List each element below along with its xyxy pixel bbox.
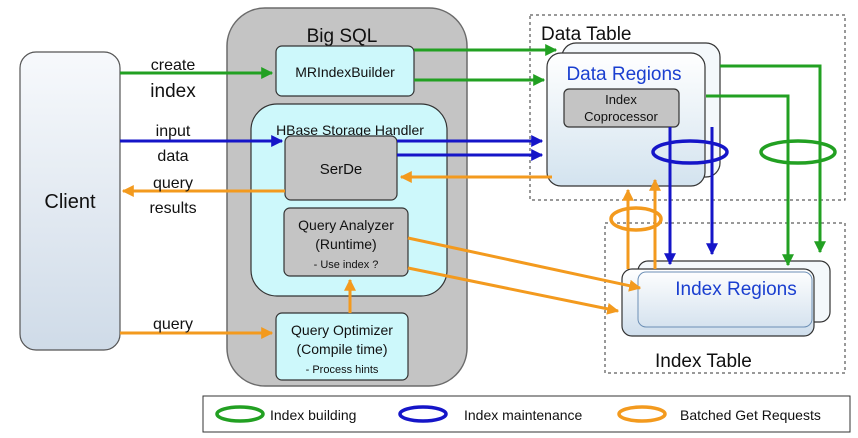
building-to-index-arrow-2: [706, 94, 794, 267]
index-table-title: Index Table: [655, 351, 752, 372]
create-index-label-2: index: [150, 81, 196, 102]
query-analyzer-box: [283, 207, 409, 277]
legend-item-maintenance: Index maintenance: [398, 405, 583, 423]
mrindexbuilder-label: MRIndexBuilder: [295, 64, 395, 80]
index-regions-label: Index Regions: [675, 279, 796, 300]
legend-requests-label: Batched Get Requests: [680, 407, 821, 423]
analyzer-to-index-arrow-1: [407, 236, 642, 292]
query-analyzer-line2: (Runtime): [315, 236, 376, 252]
query-results-label-1: query: [153, 175, 193, 192]
query-optimizer-line1: Query Optimizer: [291, 322, 393, 338]
legend-box: [202, 395, 851, 433]
client-label: Client: [44, 191, 96, 213]
query-results-label-2: results: [149, 200, 196, 217]
data-table-container: [529, 14, 846, 201]
query-analyzer-line3: - Use index ?: [314, 259, 379, 271]
analyzer-to-index-arrow-2: [407, 266, 620, 315]
legend-maintenance-ellipse: [398, 405, 448, 423]
bigsql-title: Big SQL: [307, 26, 378, 47]
legend-item-requests: Batched Get Requests: [617, 405, 821, 423]
index-table-container: [604, 222, 846, 374]
index-regions-box: [621, 268, 815, 337]
coprocessor-line2: Coprocessor: [584, 109, 658, 124]
legend-requests-ellipse: [617, 405, 667, 423]
create-index-label-1: create: [151, 57, 196, 74]
input-data-label-2: data: [157, 148, 188, 165]
legend-item-building: Index building: [215, 405, 356, 423]
coprocessor-line1: Index: [605, 92, 637, 107]
mrindexbuilder-box: [275, 45, 415, 97]
serde-box: [284, 135, 398, 201]
query-optimizer-box: [275, 312, 409, 381]
legend-building-label: Index building: [270, 407, 356, 423]
query-optimizer-line2: (Compile time): [296, 341, 387, 357]
query-label: query: [153, 316, 193, 333]
maintenance-ellipse: [651, 139, 729, 165]
index-regions-inner: [637, 271, 813, 328]
data-table-title: Data Table: [541, 24, 632, 45]
data-regions-label: Data Regions: [566, 64, 681, 85]
serde-label: SerDe: [320, 161, 363, 178]
query-analyzer-line1: Query Analyzer: [298, 217, 394, 233]
legend-building-ellipse: [215, 405, 265, 423]
building-ellipse: [759, 139, 837, 165]
client-box: [19, 51, 121, 351]
building-to-index-arrow-1: [720, 64, 826, 254]
query-optimizer-line3: - Process hints: [306, 364, 379, 376]
legend-maintenance-label: Index maintenance: [464, 407, 583, 423]
requests-ellipse: [609, 206, 663, 232]
index-coprocessor-box: [563, 88, 680, 128]
hbase-handler-label: HBase Storage Handler: [276, 122, 424, 138]
input-data-label-1: input: [156, 123, 191, 140]
